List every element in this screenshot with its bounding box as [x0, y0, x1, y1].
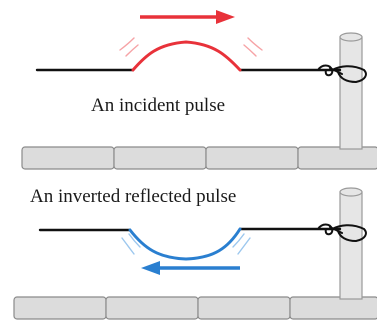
post-bottom	[339, 187, 363, 300]
brick	[13, 296, 107, 320]
reflected-pulse-caption: An inverted reflected pulse	[30, 186, 237, 208]
motion-line	[128, 233, 141, 248]
arrow-right-icon	[140, 10, 235, 24]
arrow-left-icon	[141, 261, 240, 275]
brick	[21, 146, 115, 170]
reflected-scene	[13, 187, 377, 320]
reflected-pulse	[128, 227, 242, 261]
incident-scene	[21, 10, 377, 170]
brick	[197, 296, 291, 320]
ground-bricks-top	[21, 146, 377, 170]
motion-lines-reflected	[121, 233, 251, 255]
incident-pulse-caption: An incident pulse	[91, 95, 226, 117]
ground-bricks-bottom	[13, 296, 377, 320]
incident-pulse	[131, 40, 242, 72]
brick	[297, 146, 377, 170]
motion-line	[121, 237, 135, 255]
brick	[289, 296, 377, 320]
knot-bottom	[317, 223, 367, 243]
brick	[105, 296, 199, 320]
brick	[113, 146, 207, 170]
motion-line	[237, 237, 251, 255]
post	[339, 36, 363, 150]
post-top-cap	[339, 187, 363, 197]
motion-line	[247, 37, 263, 51]
motion-lines-incident	[119, 37, 263, 57]
motion-line	[125, 44, 139, 57]
brick	[205, 146, 299, 170]
post	[339, 191, 363, 300]
motion-line	[119, 37, 135, 51]
motion-line	[232, 233, 245, 248]
post-top	[339, 32, 363, 150]
knot-top	[317, 64, 367, 84]
post-top-cap	[339, 32, 363, 42]
motion-line	[243, 44, 257, 57]
